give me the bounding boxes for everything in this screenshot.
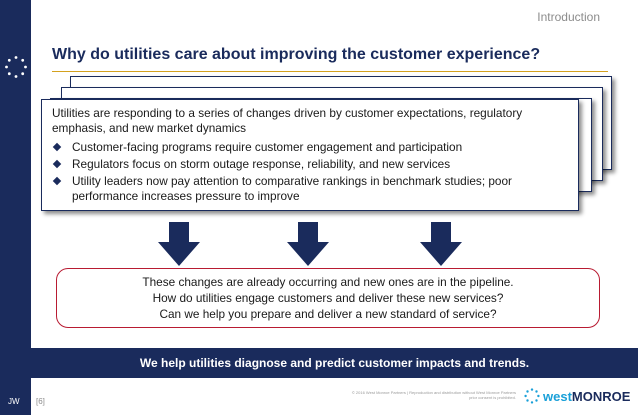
list-item-text: Regulators focus on storm outage respons… [72, 156, 451, 171]
diamond-bullet-icon [52, 159, 62, 169]
left-sidebar-bar [0, 0, 31, 415]
page-number: [6] [36, 397, 45, 406]
list-item: Utility leaders now pay attention to com… [52, 174, 570, 205]
arrow-down-icon [158, 222, 200, 266]
list-item: Customer-facing programs require custome… [52, 140, 570, 155]
changes-intro: Utilities are responding to a series of … [52, 106, 523, 136]
brand-name-monroe: MONROE [571, 388, 631, 404]
section-label: Introduction [537, 10, 600, 24]
list-item-text: Utility leaders now pay attention to com… [72, 174, 512, 204]
list-item: Regulators focus on storm outage respons… [52, 157, 570, 172]
brand-dotted-circle-icon [524, 388, 540, 404]
diamond-bullet-icon [52, 176, 62, 186]
changes-list: Customer-facing programs require custome… [52, 140, 570, 205]
diamond-bullet-icon [52, 142, 62, 151]
arrow-down-icon [420, 222, 462, 266]
pipeline-line: These changes are already occurring and … [142, 275, 514, 289]
title-divider [52, 71, 608, 72]
summary-banner: We help utilities diagnose and predict c… [31, 348, 638, 378]
brand-name-west: west [543, 388, 572, 404]
brand-logo: west MONROE [524, 386, 630, 406]
pipeline-callout: These changes are already occurring and … [56, 268, 600, 328]
copyright-notice: © 2016 West Monroe Partners | Reproducti… [351, 390, 516, 400]
author-initials: JW [8, 397, 20, 406]
arrow-down-icon [287, 222, 329, 266]
changes-card: Utilities are responding to a series of … [41, 99, 579, 211]
pipeline-line: Can we help you prepare and deliver a ne… [159, 307, 497, 321]
pipeline-line: How do utilities engage customers and de… [152, 291, 504, 305]
slide-title: Why do utilities care about improving th… [52, 46, 541, 63]
list-item-text: Customer-facing programs require custome… [72, 139, 463, 154]
dotted-circle-logo-icon [5, 56, 27, 78]
